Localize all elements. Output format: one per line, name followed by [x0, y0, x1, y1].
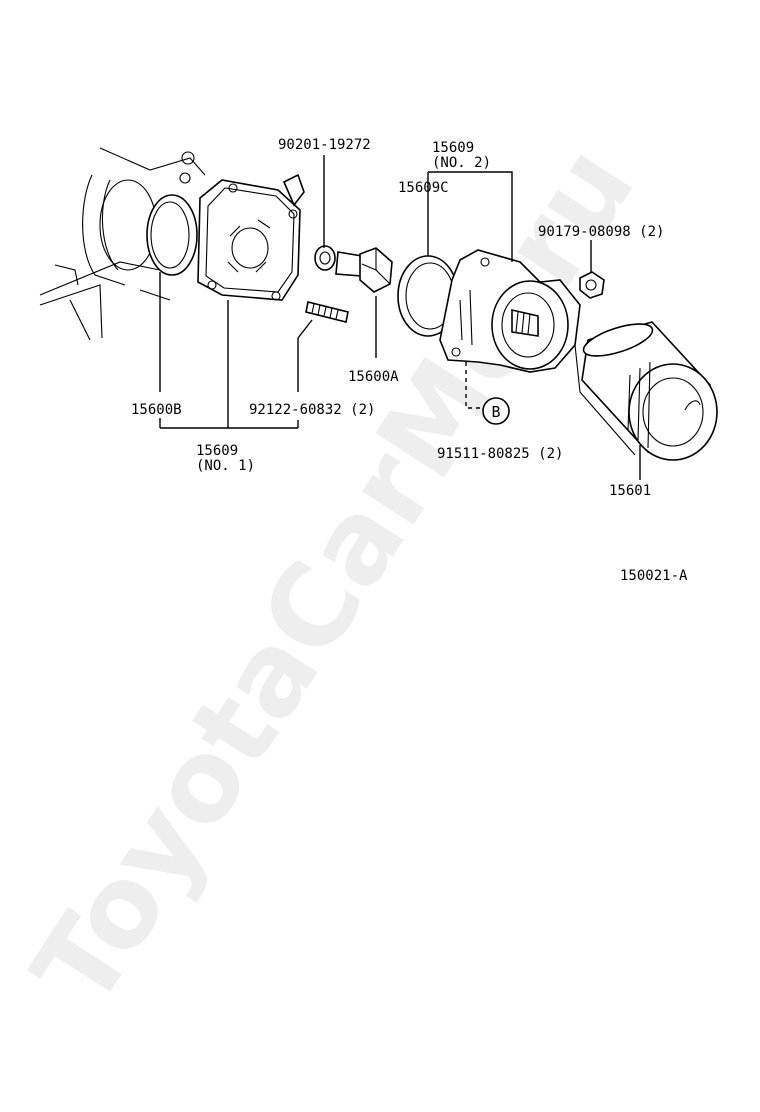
callout-15600b: 15600B	[131, 402, 182, 418]
callout-90201-19272: 90201-19272	[278, 137, 371, 153]
callout-15600a: 15600A	[348, 369, 399, 385]
ref-circle-b	[482, 397, 510, 425]
bracket-no2-drawing	[439, 249, 581, 373]
callout-15609-no2-label: (NO. 2)	[432, 155, 491, 171]
leader-lines	[159, 155, 641, 480]
bracket-no1-drawing	[197, 173, 305, 301]
engine-block-drawing	[39, 147, 206, 341]
callout-92122-60832: 92122-60832 (2)	[249, 402, 375, 418]
callout-15609c: 15609C	[398, 180, 449, 196]
nut-drawing	[579, 271, 605, 299]
callout-15609-no1-label: (NO. 1)	[196, 458, 255, 474]
o-ring-15600b-drawing	[146, 194, 198, 276]
ref-circle-b-label: B	[491, 403, 500, 421]
callout-90179-08098: 90179-08098 (2)	[538, 224, 664, 240]
callout-15609-no1-number: 15609	[196, 443, 238, 459]
callout-91511-80825: 91511-80825 (2)	[437, 446, 563, 462]
stud-drawing	[305, 301, 349, 323]
union-bolt-drawing	[314, 245, 393, 293]
diagram-id: 150021-A	[620, 568, 688, 584]
callout-15609-no2-number: 15609	[432, 140, 474, 156]
oil-filter-drawing	[574, 321, 718, 461]
callout-15601: 15601	[609, 483, 651, 499]
